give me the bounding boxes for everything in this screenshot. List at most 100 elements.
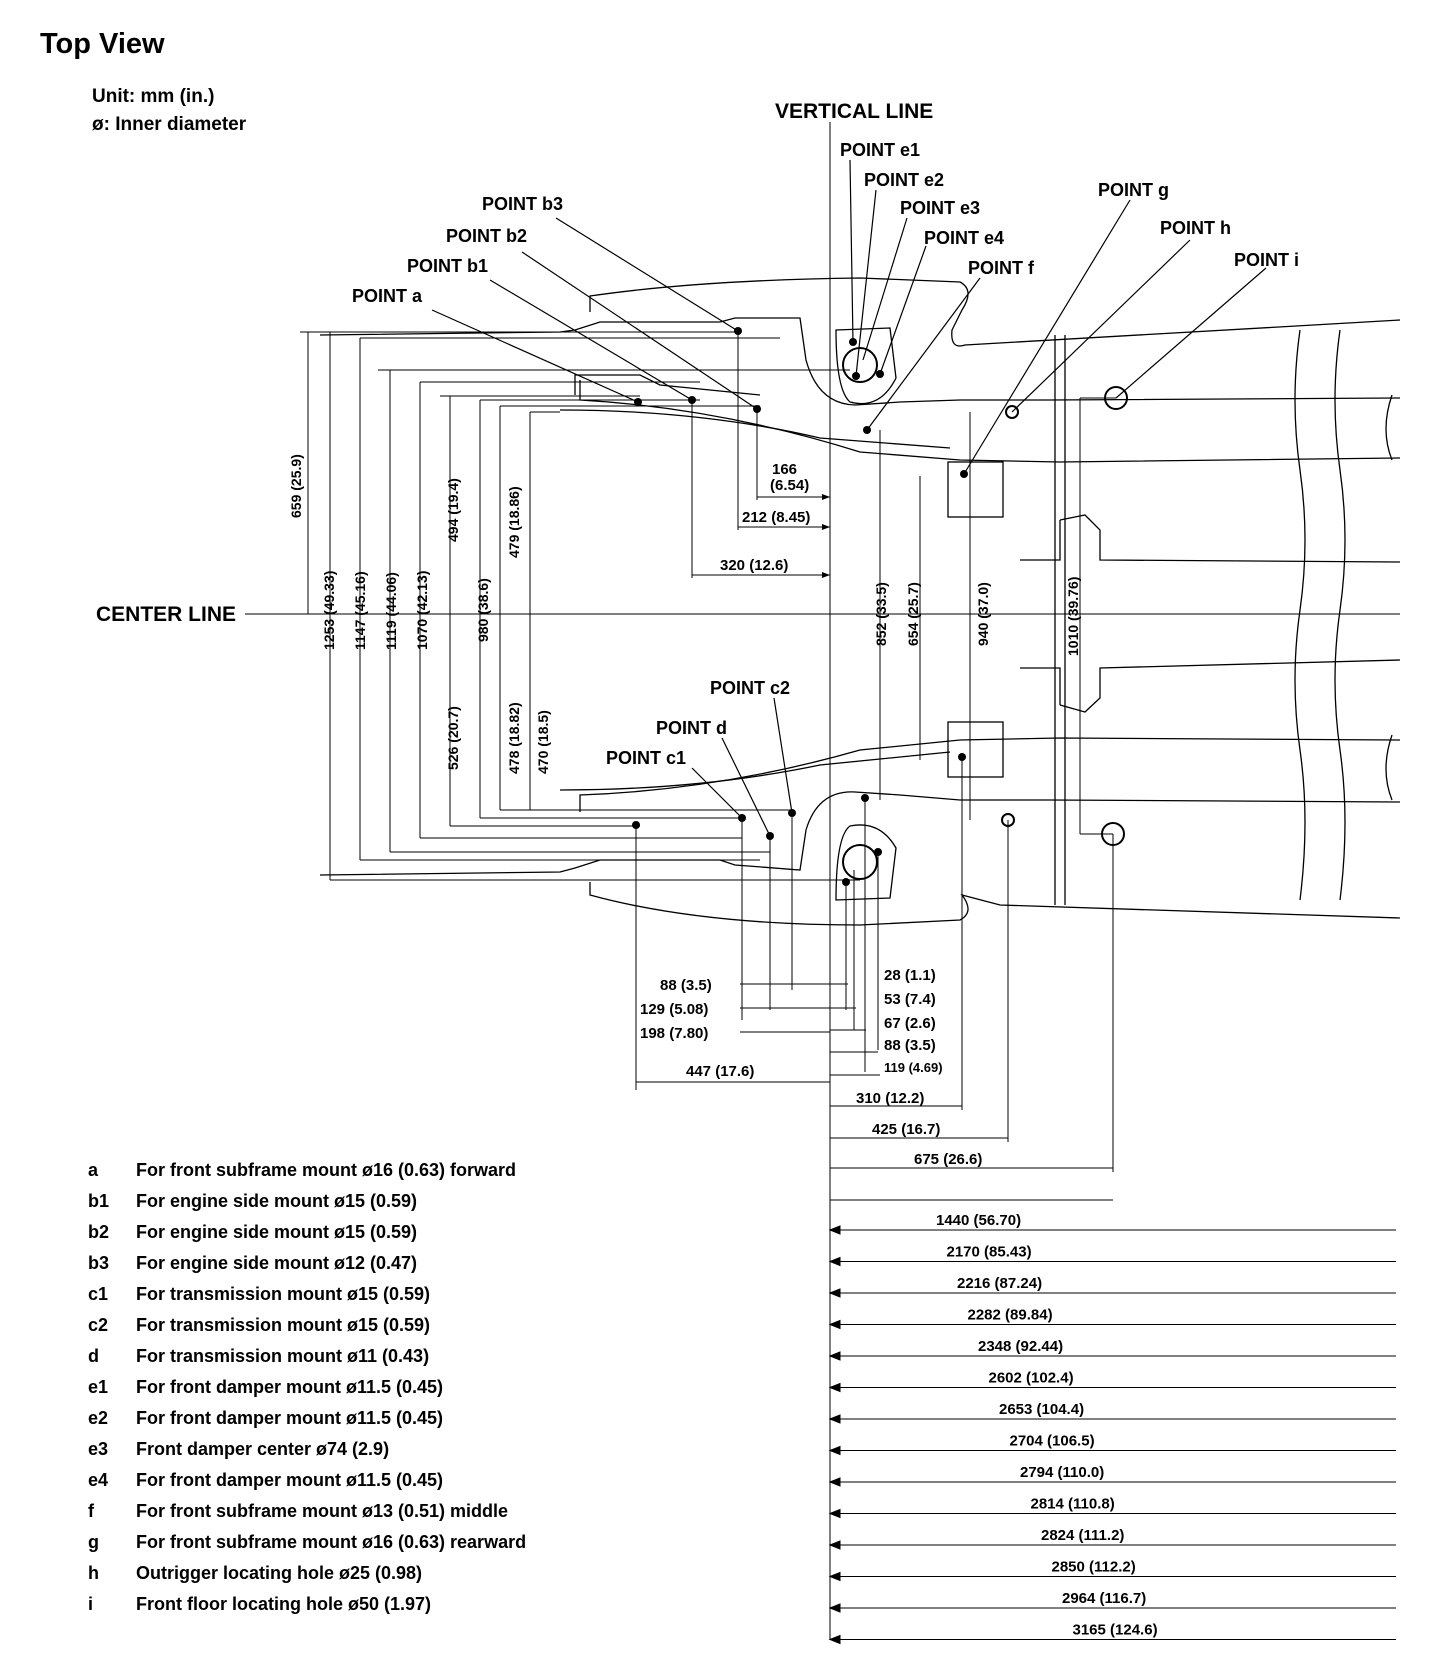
label-point-e3: POINT e3 <box>900 198 980 218</box>
legend-row: b2 For engine side mount ø15 (0.59) <box>88 1222 526 1253</box>
legend-row: h Outrigger locating hole ø25 (0.98) <box>88 1563 526 1594</box>
point-legend: a For front subframe mount ø16 (0.63) for… <box>88 1160 526 1625</box>
legend-code: e1 <box>88 1377 109 1397</box>
legend-description: Outrigger locating hole ø25 (0.98) <box>136 1563 423 1583</box>
legend-description: For front subframe mount ø16 (0.63) rear… <box>136 1532 527 1552</box>
long-dim-label: 2216 (87.24) <box>957 1275 1042 1292</box>
legend-code: a <box>88 1160 99 1180</box>
body-outline-upper <box>589 277 1401 347</box>
floor-wavy-1 <box>1294 329 1306 901</box>
label-point-e4: POINT e4 <box>924 228 1004 248</box>
dim-1147: 1147 (45.16) <box>352 571 368 650</box>
label-point-i: POINT i <box>1234 250 1299 270</box>
leader-b3 <box>555 217 739 332</box>
leader-h <box>1011 239 1191 413</box>
legend-row: a For front subframe mount ø16 (0.63) for… <box>88 1160 526 1191</box>
label-point-c1: POINT c1 <box>606 748 686 768</box>
dim-425: 425 (16.7) <box>872 1121 940 1138</box>
dim-940: 940 (37.0) <box>975 582 991 646</box>
label-point-g: POINT g <box>1098 180 1169 200</box>
legend-description: Front damper center ø74 (2.9) <box>136 1439 390 1459</box>
label-point-f: POINT f <box>968 258 1035 278</box>
dim-53: 53 (7.4) <box>884 991 936 1008</box>
label-point-b2: POINT b2 <box>446 226 527 246</box>
long-dim-label: 2348 (92.44) <box>978 1338 1063 1355</box>
dim-129: 129 (5.08) <box>640 1001 708 1018</box>
long-dim-label: 2602 (102.4) <box>989 1370 1074 1387</box>
dim-310: 310 (12.2) <box>856 1090 924 1107</box>
tunnel-notch-lower <box>1020 667 1061 705</box>
legend-code: g <box>88 1532 99 1552</box>
tunnel-upper <box>1059 514 1401 563</box>
subframe-inner-upper <box>559 409 951 449</box>
leader-f <box>866 277 981 431</box>
legend-description: For transmission mount ø11 (0.43) <box>136 1346 430 1366</box>
dim-470: 470 (18.5) <box>535 710 551 774</box>
legend-description: For front damper mount ø11.5 (0.45) <box>136 1377 444 1397</box>
legend-row: f For front subframe mount ø13 (0.51) mid… <box>88 1501 526 1532</box>
long-dimension-labels: 1440 (56.70)2170 (85.43)2216 (87.24)2282… <box>936 1212 1158 1639</box>
long-dim-label: 2794 (110.0) <box>1020 1464 1104 1481</box>
long-dim-arrow <box>828 1351 841 1361</box>
legend-description: For engine side mount ø12 (0.47) <box>136 1253 418 1273</box>
leader-g <box>963 199 1131 475</box>
dim-1119: 1119 (44.06) <box>383 572 399 650</box>
legend-code: f <box>88 1501 94 1521</box>
legend-description: For front subframe mount ø16 (0.63) forw… <box>136 1160 517 1180</box>
label-point-d: POINT d <box>656 718 727 738</box>
legend-code: h <box>88 1563 99 1583</box>
mount-box-lower <box>947 721 1004 778</box>
legend-description: For engine side mount ø15 (0.59) <box>136 1191 418 1211</box>
dim-88-left: 88 (3.5) <box>660 977 712 994</box>
long-dim-label: 2814 (110.8) <box>1031 1496 1115 1513</box>
long-dim-label: 2653 (104.4) <box>999 1401 1084 1418</box>
leader-i <box>1115 267 1267 399</box>
dim-654: 654 (25.7) <box>905 582 921 646</box>
damper-center-lower <box>842 844 878 880</box>
dim-447: 447 (17.6) <box>686 1063 754 1080</box>
dim-320: 320 (12.6) <box>720 557 788 574</box>
legend-description: For engine side mount ø15 (0.59) <box>136 1222 418 1242</box>
dim-198: 198 (7.80) <box>640 1025 708 1042</box>
label-point-e1: POINT e1 <box>840 140 920 160</box>
leader-a <box>431 309 639 403</box>
dim-659: 659 (25.9) <box>288 454 304 518</box>
dim-67: 67 (2.6) <box>884 1015 936 1032</box>
frame-rail-lower <box>319 791 1401 876</box>
dim-166-in: (6.54) <box>770 477 809 494</box>
legend-code: d <box>88 1346 99 1366</box>
dim-852: 852 (33.5) <box>873 582 889 646</box>
label-point-a: POINT a <box>352 286 423 306</box>
floor-edge-right <box>1385 394 1393 801</box>
legend-description: For front subframe mount ø13 (0.51) midd… <box>136 1501 509 1521</box>
unit-note: Unit: mm (in.) <box>92 86 215 107</box>
dim-212: 212 (8.45) <box>742 509 810 526</box>
long-dim-arrow <box>828 1288 841 1298</box>
long-dim-arrow <box>828 1603 841 1613</box>
legend-code: b2 <box>88 1222 110 1242</box>
dim-675: 675 (26.6) <box>914 1151 982 1168</box>
leader-b2 <box>521 251 758 410</box>
damper-center-upper <box>842 347 878 383</box>
long-dim-arrow <box>828 1445 841 1456</box>
floor-wavy-2 <box>1334 329 1346 901</box>
center-line-label: CENTER LINE <box>96 603 236 626</box>
long-dim-arrow <box>828 1634 841 1645</box>
legend-code: b3 <box>88 1253 110 1273</box>
leader-e4 <box>879 245 927 375</box>
frame-rail-upper <box>319 317 1401 406</box>
legend-description: For transmission mount ø15 (0.59) <box>136 1315 431 1335</box>
legend-code: i <box>88 1594 94 1614</box>
dim-980: 980 (38.6) <box>475 578 491 642</box>
long-dim-label: 2704 (106.5) <box>1010 1433 1095 1450</box>
mount-box-upper <box>947 461 1004 518</box>
legend-code: e4 <box>88 1470 109 1490</box>
long-dim-arrow <box>828 1540 841 1550</box>
